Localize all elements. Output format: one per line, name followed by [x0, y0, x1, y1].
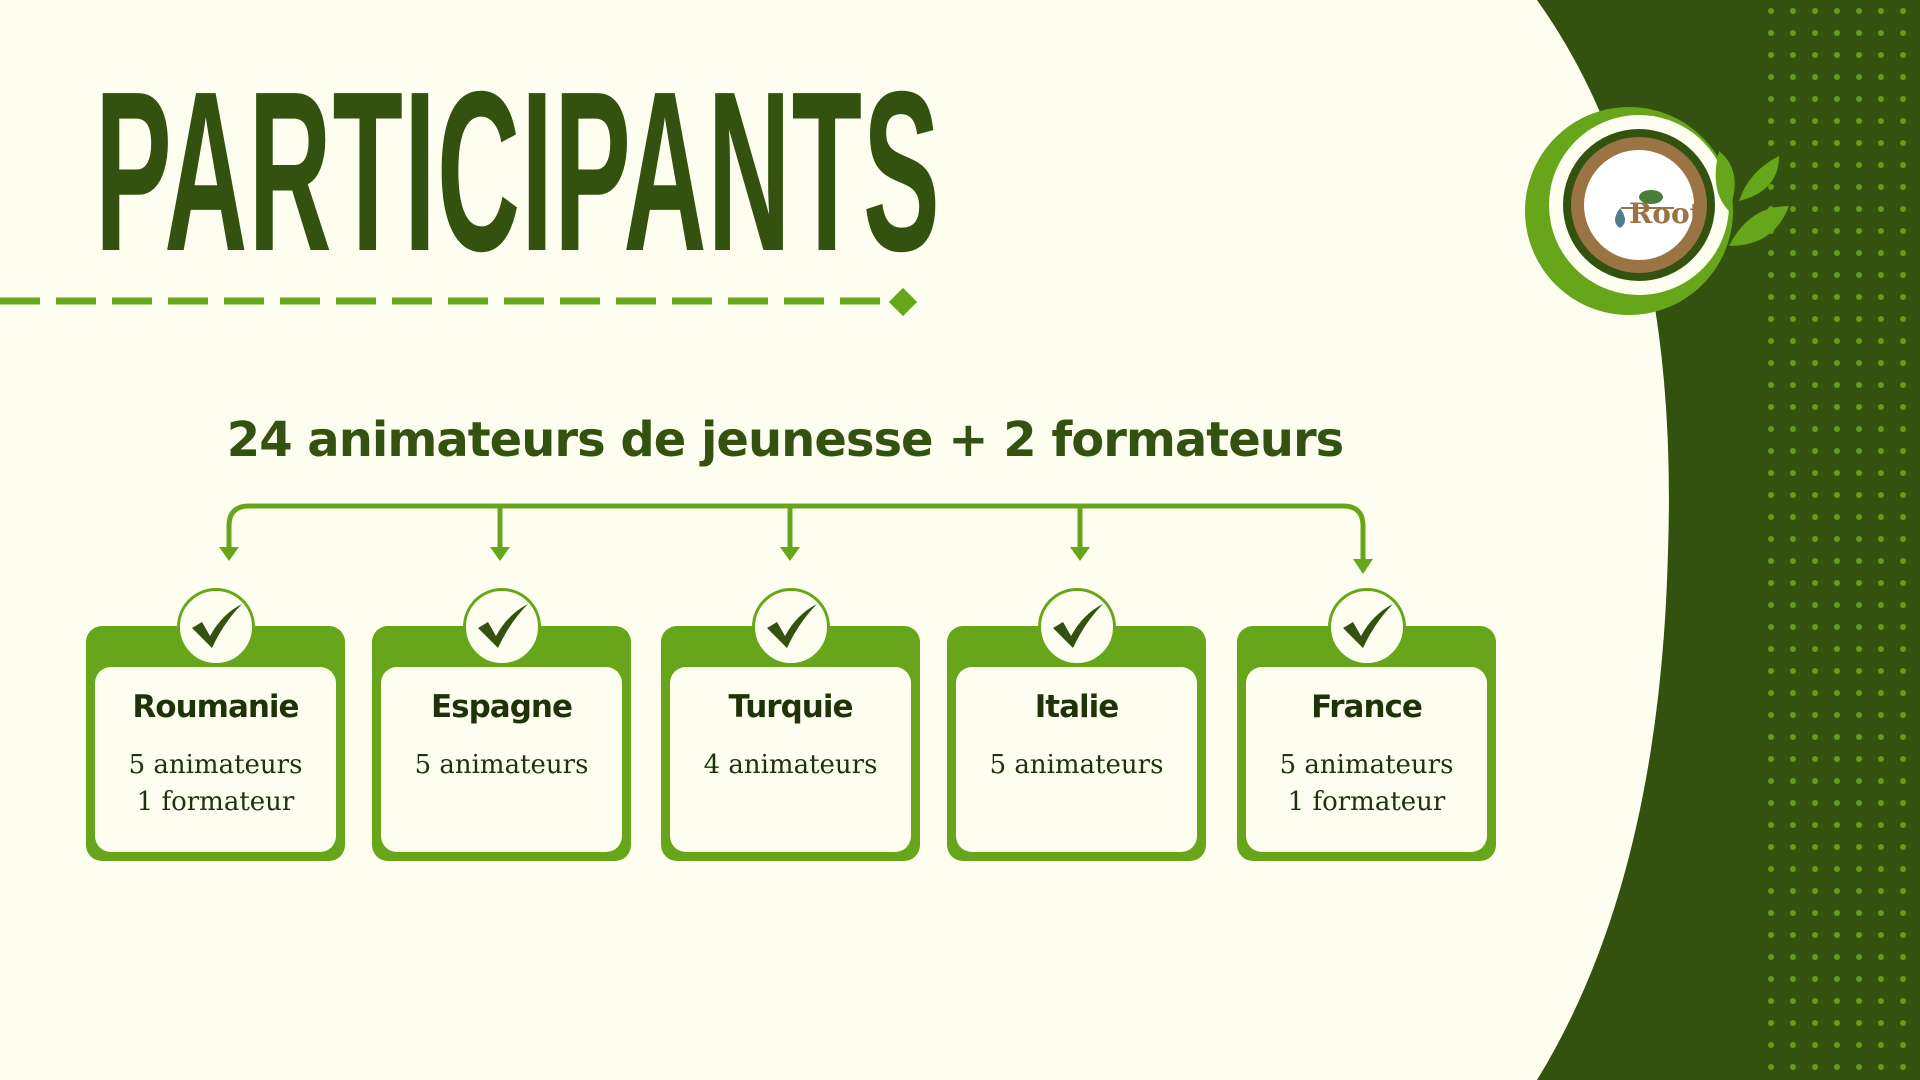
- participant-line: 1 formateur: [136, 787, 295, 817]
- country-name: France: [1311, 689, 1423, 725]
- country-name: Espagne: [430, 689, 573, 725]
- checkmark-icon: [751, 588, 830, 666]
- dot-pattern: [1768, 0, 1920, 1080]
- arrow-icon: [1070, 547, 1090, 561]
- participant-lines: 5 animateurs 1 formateur: [1246, 747, 1487, 821]
- participant-line: 1 formateur: [1287, 787, 1446, 817]
- country-card-france: France 5 animateurs 1 formateur: [1237, 588, 1496, 861]
- participants-summary: 24 animateurs de jeunesse + 2 formateurs: [226, 412, 1344, 468]
- participant-lines: 5 animateurs: [381, 747, 622, 784]
- logo: Root: [1525, 107, 1789, 315]
- country-card-body: Italie 5 animateurs: [956, 667, 1197, 852]
- arrow-icon: [490, 547, 510, 561]
- country-card-turquie: Turquie 4 animateurs: [661, 588, 920, 861]
- country-card-espagne: Espagne 5 animateurs: [372, 588, 631, 861]
- arrow-icon: [780, 547, 800, 561]
- bracket-connector: [226, 503, 1366, 560]
- participant-line: 5 animateurs: [128, 750, 303, 780]
- arrow-icon: [1353, 559, 1373, 574]
- country-card-body: Turquie 4 animateurs: [670, 667, 911, 852]
- participant-line: 5 animateurs: [989, 750, 1164, 780]
- country-card-body: Roumanie 5 animateurs 1 formateur: [95, 667, 336, 852]
- participant-lines: 4 animateurs: [670, 747, 911, 784]
- arrow-icon: [219, 547, 239, 561]
- country-name: Turquie: [728, 689, 853, 725]
- participant-line: 5 animateurs: [414, 750, 589, 780]
- checkmark-icon: [1037, 588, 1116, 666]
- diamond-marker: [888, 287, 918, 317]
- country-card-roumanie: Roumanie 5 animateurs 1 formateur: [86, 588, 345, 861]
- participant-line: 4 animateurs: [703, 750, 878, 780]
- country-card-body: Espagne 5 animateurs: [381, 667, 622, 852]
- checkmark-icon: [1327, 588, 1406, 666]
- checkmark-icon: [176, 588, 255, 666]
- page-title: PARTICIPANTS: [95, 45, 941, 299]
- participant-lines: 5 animateurs 1 formateur: [95, 747, 336, 821]
- country-card-body: France 5 animateurs 1 formateur: [1246, 667, 1487, 852]
- country-card-italie: Italie 5 animateurs: [947, 588, 1206, 861]
- participant-line: 5 animateurs: [1279, 750, 1454, 780]
- country-name: Italie: [1034, 689, 1120, 725]
- svg-text:Root: Root: [1629, 197, 1703, 230]
- arrowheads: [219, 547, 1373, 574]
- checkmark-icon: [462, 588, 541, 666]
- participant-lines: 5 animateurs: [956, 747, 1197, 784]
- country-name: Roumanie: [132, 689, 299, 725]
